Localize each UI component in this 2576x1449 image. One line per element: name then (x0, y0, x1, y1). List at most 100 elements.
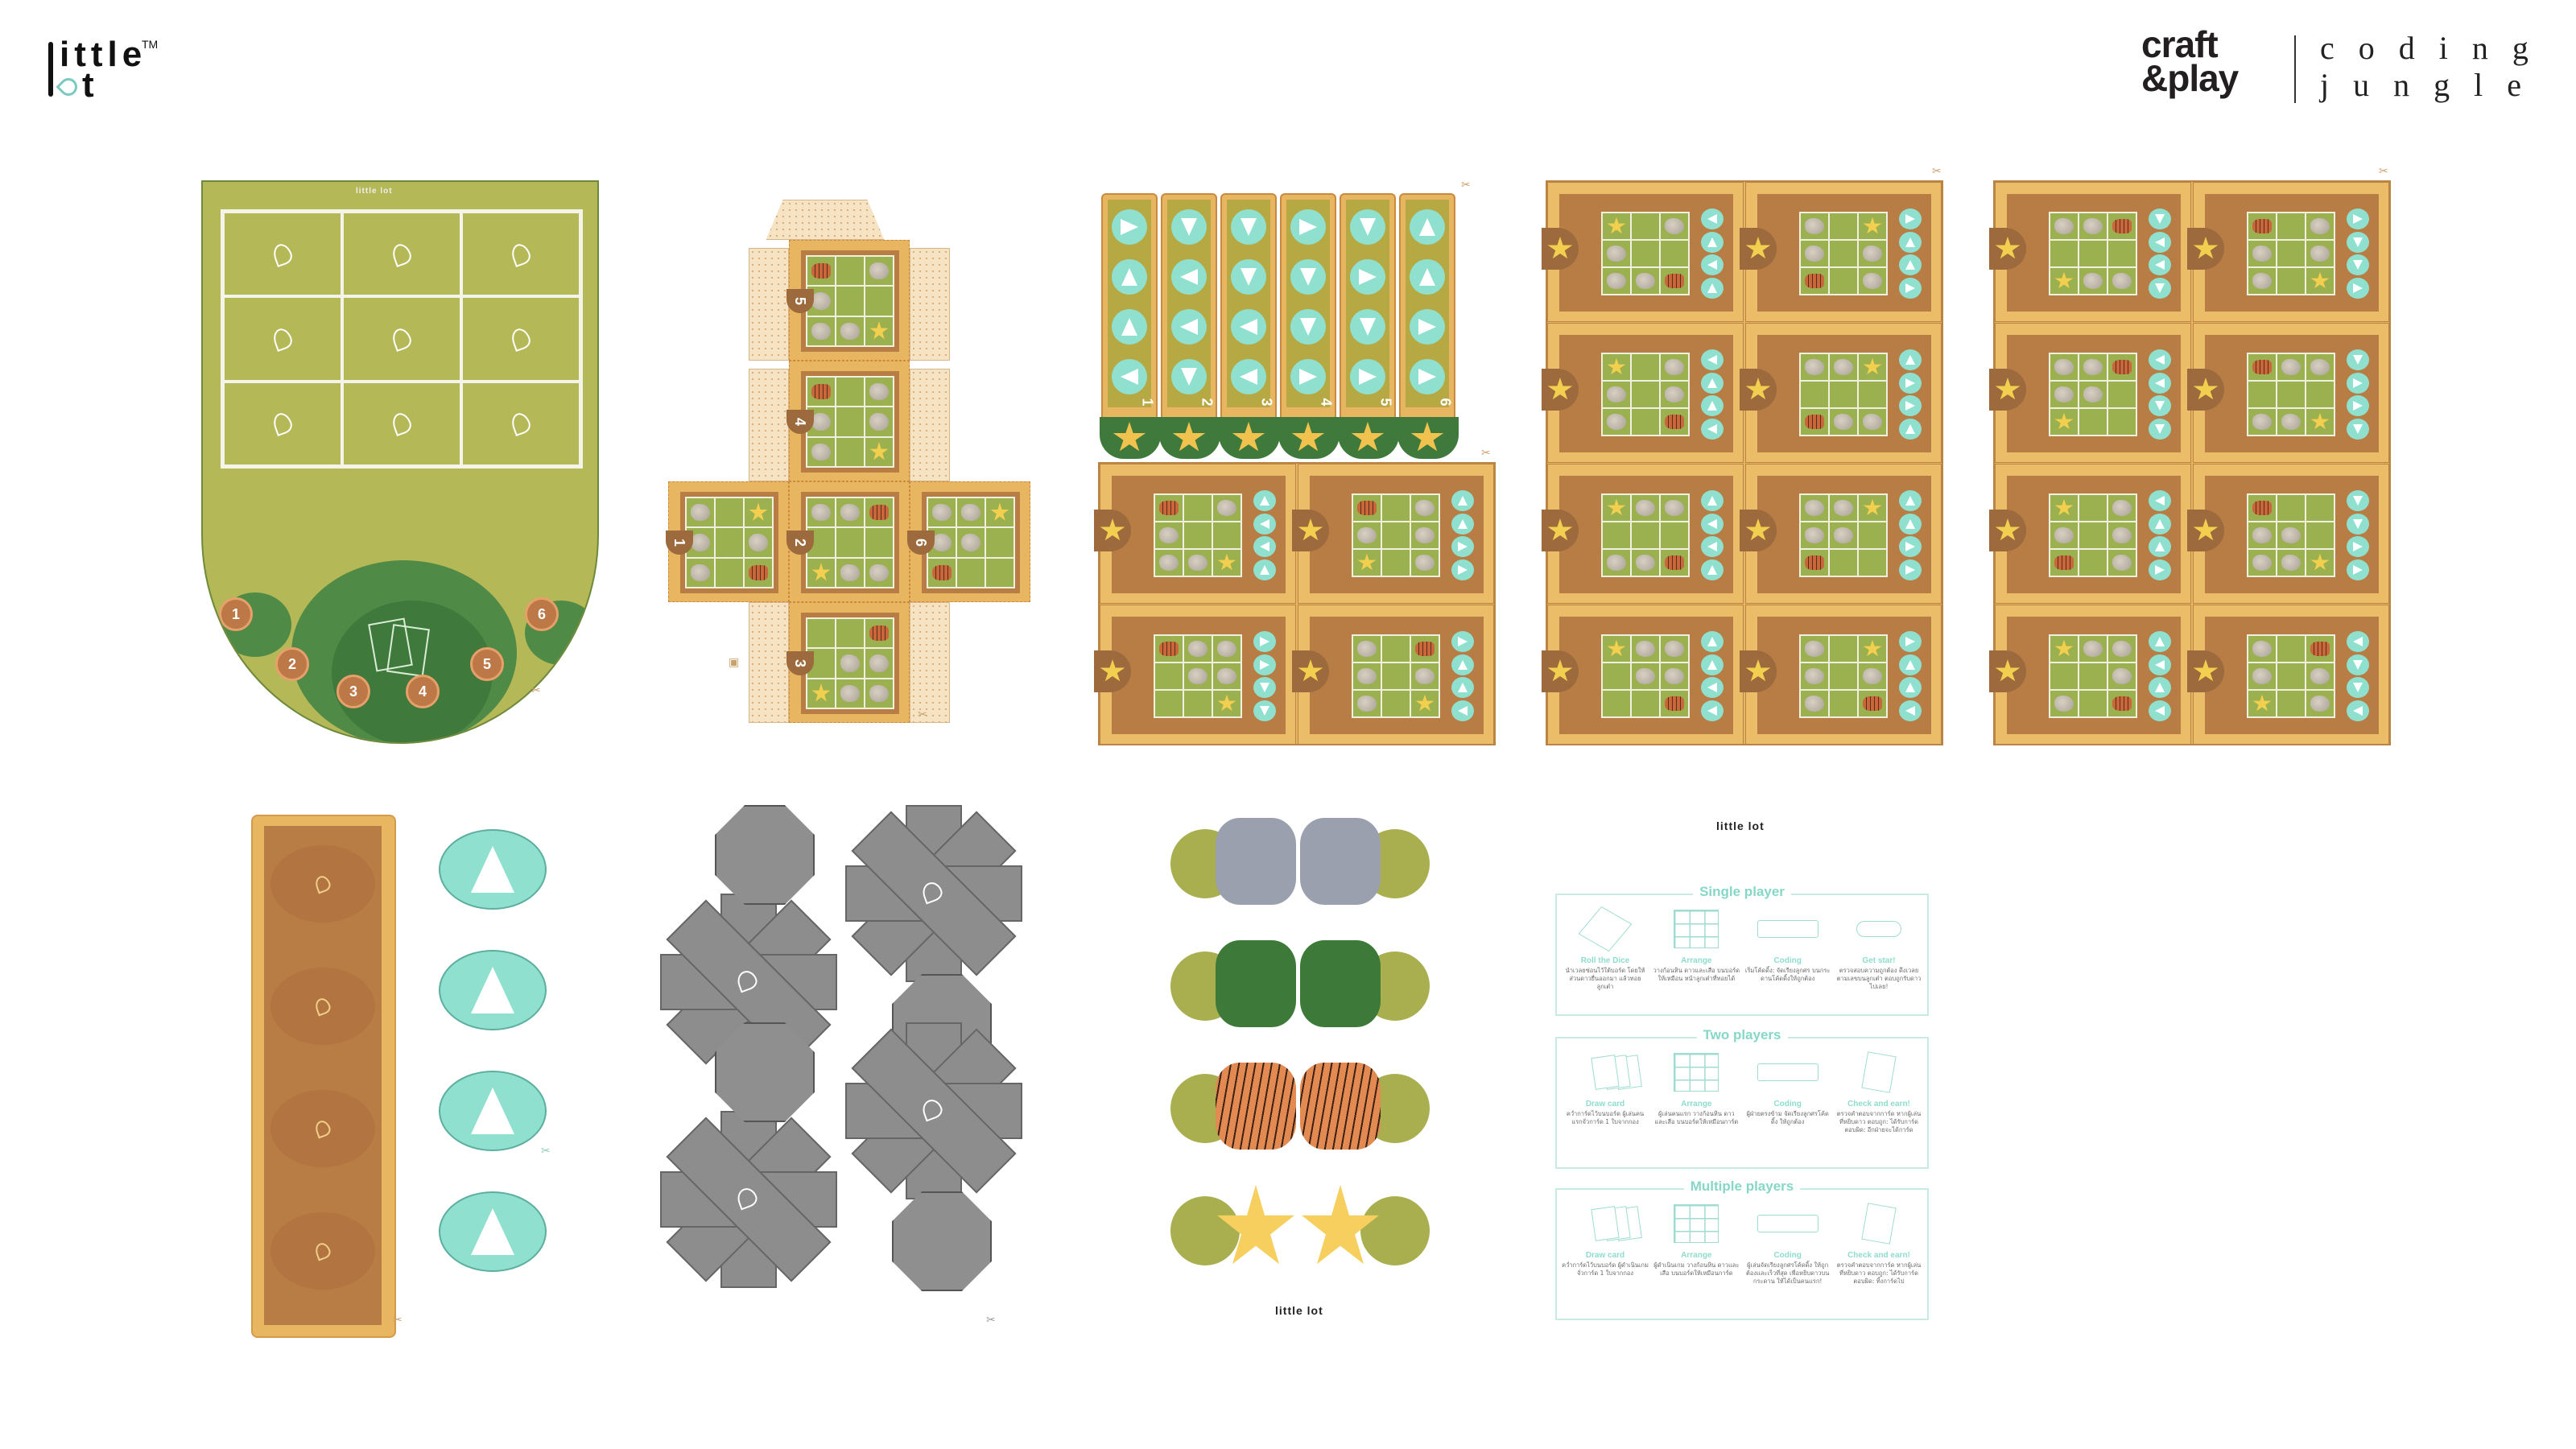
grid-cell (1410, 522, 1439, 549)
star-icon (1298, 659, 1323, 682)
grid-cell (956, 497, 985, 528)
rock-icon (811, 443, 831, 460)
coding-strip-3[interactable]: 3 (1219, 193, 1280, 459)
grid-cell (1660, 381, 1689, 408)
board-cell (223, 296, 342, 382)
rock-icon (2252, 641, 2272, 657)
challenge-card[interactable] (1292, 464, 1494, 604)
rock-icon (2310, 246, 2330, 262)
tray-slot[interactable] (270, 845, 375, 923)
grid-cell (985, 527, 1014, 558)
grid-hand-icon-shape (1674, 910, 1719, 948)
grid-cell (927, 557, 956, 588)
challenge-card[interactable] (2187, 182, 2389, 322)
arrow-right-token (1112, 209, 1147, 245)
arrow-down-icon (2353, 518, 2363, 529)
grid-cell (2107, 267, 2136, 295)
challenge-card[interactable] (1989, 605, 2191, 745)
number-token-4[interactable]: 4 (406, 675, 440, 708)
card-arrows (1899, 490, 1923, 580)
step-name: Draw card (1585, 1100, 1625, 1108)
arrow-left-icon (2155, 378, 2165, 388)
arrow-right-icon (2353, 214, 2363, 224)
animal-tiger[interactable] (1159, 1058, 1441, 1154)
challenge-card[interactable] (1740, 323, 1942, 463)
animal-elephant[interactable] (1159, 813, 1441, 910)
challenge-card[interactable] (1989, 464, 2191, 604)
arrow-left-icon (1240, 369, 1257, 385)
grid-cell (836, 527, 865, 558)
grid-cell (1381, 663, 1410, 690)
number-token-5[interactable]: 5 (470, 647, 504, 681)
star-badge (2187, 650, 2224, 692)
challenge-card[interactable] (1542, 323, 1744, 463)
tiger-icon (1863, 696, 1882, 711)
number-token-2[interactable]: 2 (275, 647, 309, 681)
tiger-icon (869, 504, 889, 521)
challenge-card[interactable] (1542, 464, 1744, 604)
animal-star[interactable] (1159, 1180, 1441, 1277)
strip-bush (1338, 417, 1399, 459)
challenge-card[interactable] (1740, 605, 1942, 745)
grid-cell (1212, 663, 1241, 690)
star-icon (1607, 357, 1626, 375)
tray-slot[interactable] (270, 1212, 375, 1290)
arrow-down-icon (1241, 268, 1257, 286)
rock-icon (1607, 273, 1626, 289)
star-card-icon (1835, 1048, 1922, 1096)
rock-icon (811, 322, 831, 340)
arrow-token-up[interactable] (439, 829, 547, 910)
arrow-token-up[interactable] (439, 950, 547, 1030)
mini-grid (1799, 353, 1888, 436)
tray-slot[interactable] (270, 1090, 375, 1167)
challenge-card[interactable] (1989, 323, 2191, 463)
number-token-6[interactable]: 6 (525, 597, 559, 631)
challenge-card[interactable] (2187, 605, 2389, 745)
challenge-card[interactable] (1094, 605, 1296, 745)
card-arrows (2149, 208, 2173, 299)
number-token-1[interactable]: 1 (219, 597, 253, 631)
arrow-left-token (2347, 631, 2369, 652)
rock-net-flower (660, 1111, 837, 1288)
rock-icon (1834, 500, 1853, 516)
challenge-card[interactable] (1542, 605, 1744, 745)
challenge-card[interactable] (1542, 182, 1744, 322)
arrow-up-icon (1707, 637, 1717, 646)
challenge-card[interactable] (2187, 464, 2389, 604)
grid-cell (2306, 213, 2334, 240)
grid-cell (1858, 549, 1887, 576)
card-inner (2007, 617, 2181, 734)
arrow-down-token (2347, 677, 2369, 699)
coding-strip-4[interactable]: 4 (1278, 193, 1340, 459)
coding-strip-5[interactable]: 5 (1338, 193, 1399, 459)
scissors-icon: ✂ (1481, 447, 1491, 460)
grid-cell (2248, 240, 2277, 267)
star-card-icon-shape (1861, 1203, 1897, 1245)
tiger-icon (2112, 696, 2132, 711)
star-icon (1607, 639, 1626, 657)
rock-icon (869, 262, 889, 280)
grid-cell (1602, 408, 1631, 436)
challenge-card[interactable] (1094, 464, 1296, 604)
star-icon (869, 441, 889, 460)
coding-strip-2[interactable]: 2 (1159, 193, 1220, 459)
challenge-card[interactable] (2187, 323, 2389, 463)
challenge-card[interactable] (1292, 605, 1494, 745)
number-token-3[interactable]: 3 (336, 675, 370, 708)
grid-cell (2277, 690, 2306, 717)
coding-strip-1[interactable]: 1 (1100, 193, 1161, 459)
card-grid (1601, 634, 1690, 718)
arrow-up-token (1899, 677, 1922, 699)
arrow-token-up[interactable] (439, 1071, 547, 1151)
challenge-card[interactable] (1989, 182, 2191, 322)
challenge-card[interactable] (1740, 182, 1942, 322)
animal-turtle[interactable] (1159, 935, 1441, 1032)
arrow-left-token (1701, 254, 1724, 276)
tray-slot[interactable] (270, 968, 375, 1045)
arrow-token-up[interactable] (439, 1191, 547, 1272)
trademark: TM (142, 38, 159, 51)
coding-strip-6[interactable]: 6 (1397, 193, 1459, 459)
star-icon (2310, 412, 2330, 430)
challenge-card[interactable] (1740, 464, 1942, 604)
grid-cell (1602, 494, 1631, 522)
